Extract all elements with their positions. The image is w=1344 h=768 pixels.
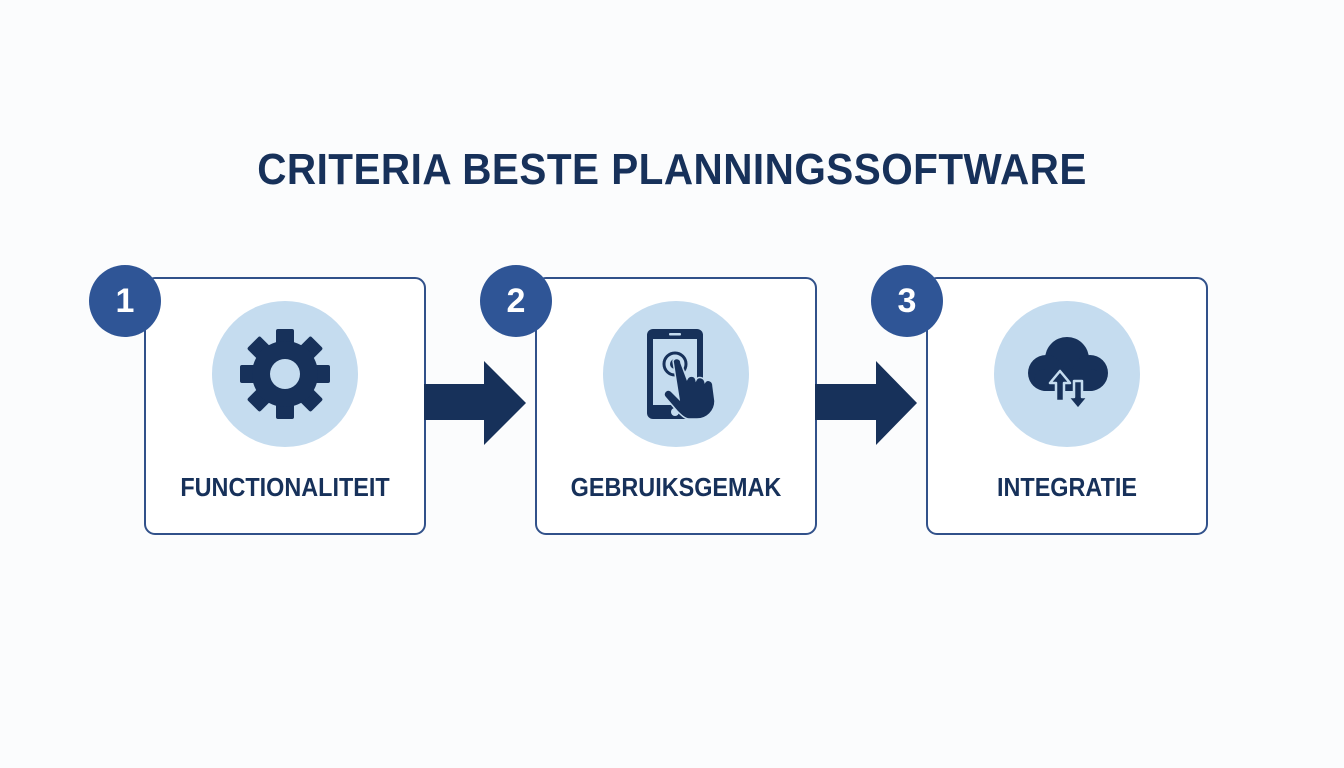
icon-circle [994, 301, 1140, 447]
step-number-badge: 1 [89, 265, 161, 337]
step-card-gebruiksgemak: 2 GEBRUIKSGEMAK [480, 265, 817, 535]
connector-arrow-2-3 [815, 361, 919, 445]
gear-icon [240, 329, 330, 419]
touchscreen-phone-icon [647, 329, 716, 420]
step-number-badge: 2 [480, 265, 552, 337]
arrow-right-icon [424, 361, 526, 445]
cloud-sync-icon [1028, 337, 1108, 411]
step-label: GEBRUIKSGEMAK [570, 472, 782, 502]
icon-circle [212, 301, 358, 447]
step-card-integratie: 3 INTEGRATIE [871, 265, 1208, 535]
diagram-title: CRITERIA BESTE PLANNINGSSOFTWARE [257, 145, 1087, 194]
connector-arrow-1-2 [424, 361, 528, 445]
arrow-right-icon [815, 361, 917, 445]
icon-circle [603, 301, 749, 447]
step-card-functionaliteit: 1 FUNCTIONALITEIT [89, 265, 426, 535]
step-number-badge: 3 [871, 265, 943, 337]
step-label: INTEGRATIE [997, 472, 1137, 502]
step-label: FUNCTIONALITEIT [180, 472, 390, 502]
